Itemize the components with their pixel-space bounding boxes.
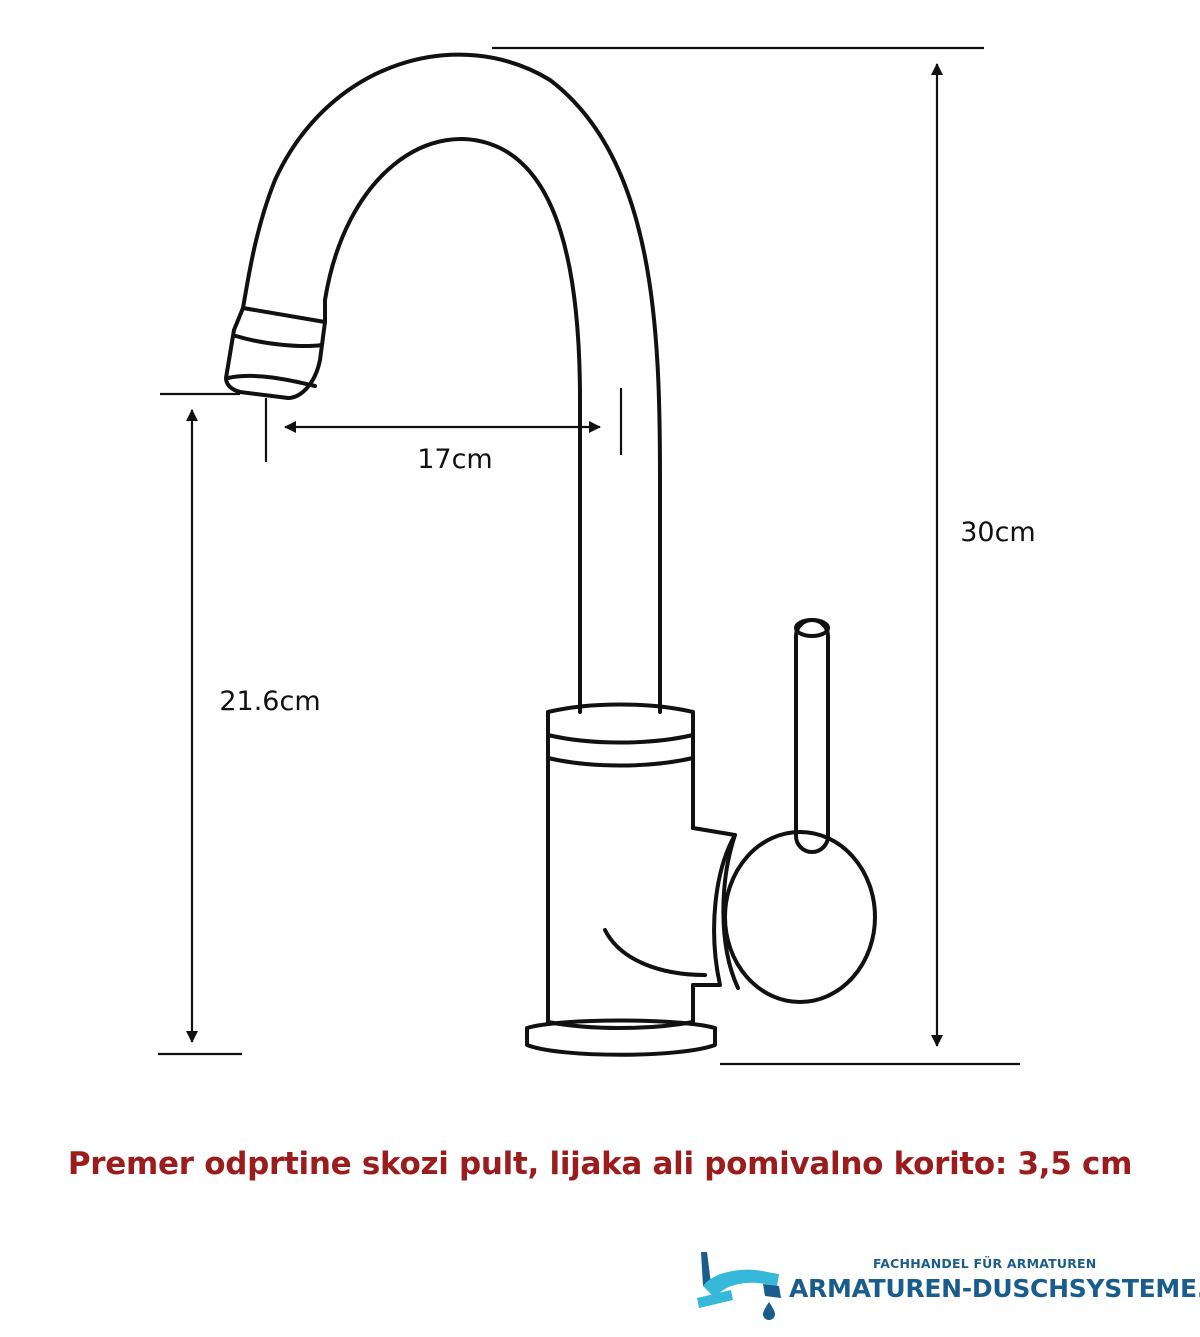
body-collar-groove [546, 733, 695, 745]
aerator-ring [234, 334, 324, 348]
faucet-logo-icon [697, 1252, 781, 1320]
logo-name: ARMATUREN-DUSCHSYSTEME.AT [789, 1274, 1200, 1303]
total-height-label: 30cm [960, 517, 1036, 548]
spout-height-label: 21.6cm [219, 686, 320, 717]
lever-handle-tip [794, 618, 830, 638]
hole-diameter-caption: Premer odprtine skozi pult, lijaka ali p… [67, 1146, 1133, 1182]
body-cylinder [546, 756, 695, 1024]
aerator-nozzle [224, 306, 327, 400]
dimension-lines [158, 46, 1020, 1066]
lever-handle [794, 618, 830, 854]
spout-outer-contour [241, 52, 662, 714]
base-plate [525, 1018, 717, 1057]
brand-logo[interactable]: FACHHANDEL FÜR ARMATUREN ARMATUREN-DUSCH… [693, 1250, 1200, 1320]
base-plate-top [546, 1020, 695, 1030]
body-curve [603, 928, 707, 977]
body-collar [546, 702, 695, 768]
spout-reach-label: 17cm [417, 444, 493, 475]
side-housing-cap [723, 830, 877, 1004]
faucet-outline [224, 52, 877, 1057]
logo-tagline: FACHHANDEL FÜR ARMATUREN [873, 1256, 1097, 1271]
side-housing-ring [721, 833, 740, 990]
spout-inner-contour [323, 137, 582, 714]
aerator-mouth [226, 373, 317, 388]
